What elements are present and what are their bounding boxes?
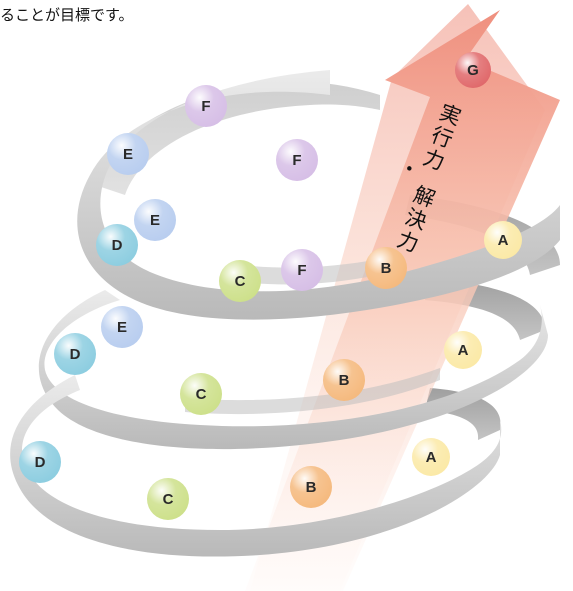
ball-highlight [412, 438, 450, 476]
ball-label: B [381, 260, 392, 277]
ball-highlight [134, 199, 176, 241]
ball-highlight [219, 260, 261, 302]
balls-layer: G F E F E D A B F C E D A B C D A B C [19, 52, 522, 520]
ball-b: B [323, 359, 365, 401]
ball-a: A [484, 221, 522, 259]
ball-highlight [96, 224, 138, 266]
ball-highlight [444, 331, 482, 369]
ball-highlight [180, 373, 222, 415]
ball-highlight [365, 247, 407, 289]
ball-highlight [290, 466, 332, 508]
ball-label: B [306, 479, 317, 496]
ball-highlight [54, 333, 96, 375]
ball-label: F [292, 152, 301, 169]
ball-e: E [101, 306, 143, 348]
ball-highlight [323, 359, 365, 401]
ball-b: B [290, 466, 332, 508]
ball-highlight [147, 478, 189, 520]
ball-f: F [276, 139, 318, 181]
ball-d: D [96, 224, 138, 266]
ball-f: F [185, 85, 227, 127]
ball-highlight [484, 221, 522, 259]
ball-e: E [107, 133, 149, 175]
ball-highlight [185, 85, 227, 127]
ball-label: G [467, 62, 479, 79]
ball-highlight [19, 441, 61, 483]
ball-label: F [201, 98, 210, 115]
ball-f: F [281, 249, 323, 291]
ball-highlight [276, 139, 318, 181]
ball-label: A [458, 342, 469, 359]
ball-label: D [70, 346, 81, 363]
ball-highlight [281, 249, 323, 291]
ball-a: A [412, 438, 450, 476]
ball-label: D [35, 454, 46, 471]
ball-g: G [455, 52, 491, 88]
ball-highlight [101, 306, 143, 348]
ball-label: C [196, 386, 207, 403]
caption-text: ることが目標です。 [0, 6, 134, 24]
ball-label: A [498, 232, 509, 249]
ball-label: E [150, 212, 160, 229]
ball-label: F [297, 262, 306, 279]
ball-highlight [455, 52, 491, 88]
ball-c: C [147, 478, 189, 520]
ball-highlight [107, 133, 149, 175]
ball-a: A [444, 331, 482, 369]
ball-b: B [365, 247, 407, 289]
ball-label: E [123, 146, 133, 163]
ball-label: C [235, 273, 246, 290]
ball-d: D [19, 441, 61, 483]
ball-label: D [112, 237, 123, 254]
ball-label: A [426, 449, 437, 466]
ball-c: C [180, 373, 222, 415]
ball-label: C [163, 491, 174, 508]
ball-label: E [117, 319, 127, 336]
ball-label: B [339, 372, 350, 389]
ball-d: D [54, 333, 96, 375]
ball-e: E [134, 199, 176, 241]
ball-c: C [219, 260, 261, 302]
